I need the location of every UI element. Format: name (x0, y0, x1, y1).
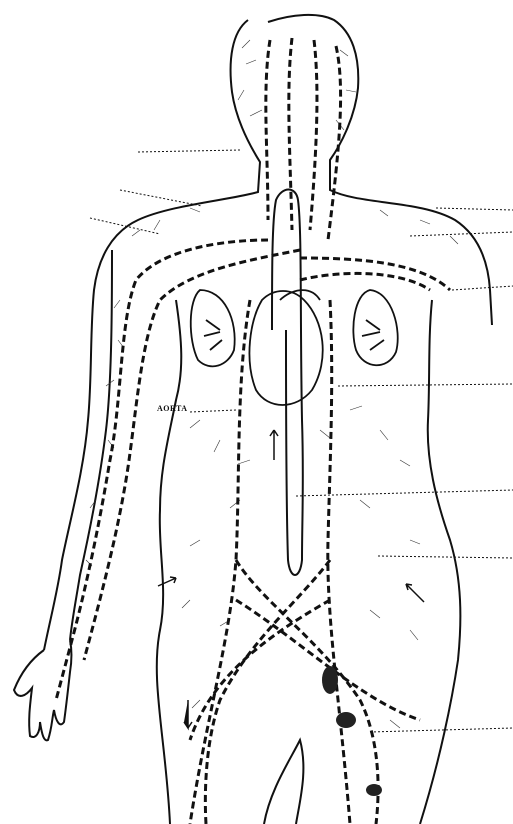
body-outline (14, 15, 492, 824)
inguinal-glands (322, 666, 382, 796)
flow-arrows (158, 430, 424, 728)
lymph-vessels (56, 38, 450, 824)
leader-vena-cava (338, 384, 513, 386)
lymph-capillaries (86, 40, 458, 728)
left-organ (191, 290, 235, 366)
leader-shoulder-left (90, 218, 160, 234)
aorta-label: AORTA (157, 404, 188, 413)
leader-shoulder-right (436, 208, 513, 210)
right-organ (353, 290, 397, 365)
leader-inguinal-glands (370, 728, 513, 732)
leader-lymph-vessels (378, 556, 513, 558)
leader-aorta (190, 410, 236, 412)
leader-head (138, 150, 240, 152)
leader-subclavian-right (410, 232, 513, 236)
leader-arm-right (452, 286, 513, 290)
thoracic-duct (272, 190, 303, 576)
leader-neck-left (120, 190, 202, 206)
